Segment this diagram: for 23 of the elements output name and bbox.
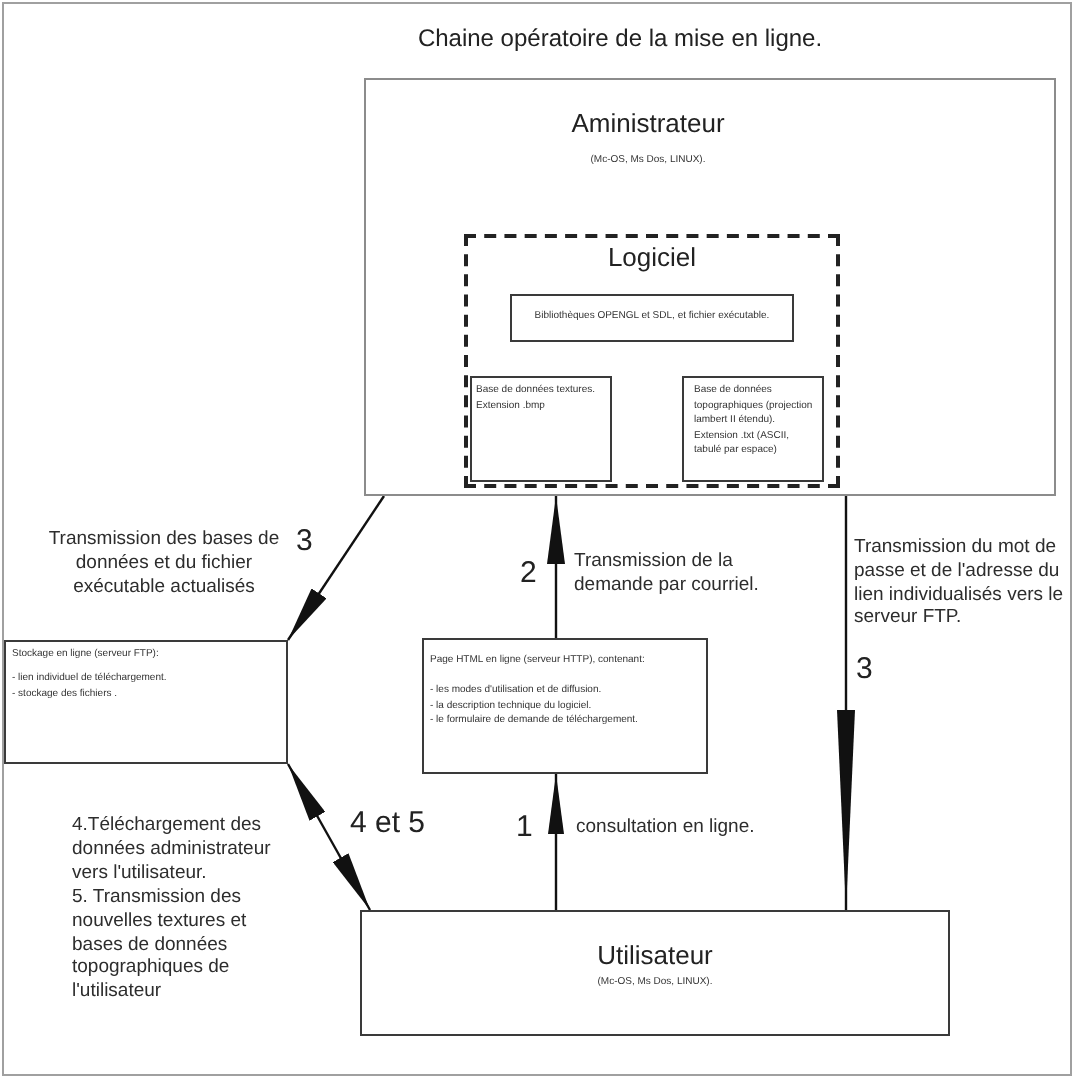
group-title: Logiciel [605,242,699,274]
diagram-title: Chaine opératoire de la mise en ligne. [415,22,825,54]
component-box [682,376,824,482]
arrow [837,496,855,910]
component-box [470,376,612,482]
node-title: Aministrateur [569,108,727,140]
step-description: Transmission des bases de données et du fichier exécutable actualisés [46,528,282,599]
service-box [4,640,288,764]
system-box [360,910,950,1036]
node-title: Utilisateur [595,940,715,972]
step-description: 5. Transmission des nouvelles textures et bases de données topographiques de l'utilisateur [72,886,249,1004]
step-description: consultation en ligne. [576,816,757,840]
double-arrow [286,763,372,911]
component-box [510,294,794,342]
service-box [422,638,708,774]
step-description: Transmission du mot de passe et de l'adresse du lien individualisés vers le serveur FTP. [854,536,1066,631]
step-description: 4.Téléchargement des données administrateur vers l'utilisateur. [72,814,273,885]
arrow [287,495,385,641]
arrow [548,774,564,910]
dashed-group-box [464,234,840,488]
system-box [364,78,1056,496]
arrow [547,496,565,638]
step-description: Transmission de la demande par courriel. [574,550,761,598]
